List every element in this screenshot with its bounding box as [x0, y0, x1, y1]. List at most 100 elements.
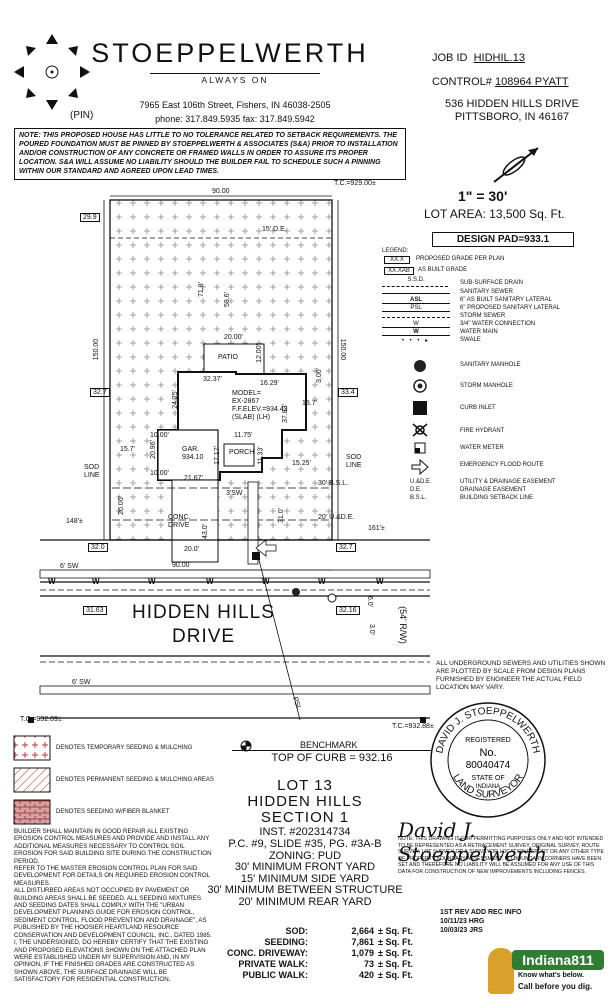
- job-id-label: JOB ID: [432, 52, 468, 64]
- area-label: SEEDING:: [264, 937, 308, 947]
- dim-31-0: 31.0': [277, 508, 285, 523]
- builder-note: I, THE UNDERSIGNED, DO HEREBY CERTIFY TH…: [14, 939, 209, 984]
- conc-drive-label: CONC. DRIVE: [168, 514, 191, 529]
- area-value: 1,079: [351, 948, 374, 958]
- utility-easement: 20' U.&D.E.: [318, 514, 355, 521]
- garage-label: GAR.: [182, 446, 200, 453]
- sidewalk-6-south: 6' SW: [72, 679, 91, 686]
- legend-symbol-label: EMERGENCY FLOOD ROUTE: [460, 462, 544, 468]
- legend-label: WATER MAIN: [460, 329, 498, 335]
- patio-label: PATIO: [218, 354, 238, 361]
- seal-state: INDIANA: [476, 784, 500, 790]
- grade-bl: 32.0: [88, 543, 108, 552]
- street-name-1: HIDDEN HILLS: [132, 602, 275, 623]
- area-unit: ± Sq. Ft.: [378, 937, 413, 947]
- fire-hydrant-icon: [412, 423, 428, 437]
- legend-symbols: [411, 360, 429, 476]
- grade-r1: 33.4: [338, 388, 358, 397]
- left-dim: 150.00: [93, 338, 101, 361]
- bsl: 30' B.S.L.: [318, 480, 349, 487]
- area-label: SOD:: [285, 926, 309, 936]
- area-value: 73: [363, 959, 374, 969]
- dim-21-67: 21.67': [184, 475, 203, 482]
- indiana811-line2: Call before you dig.: [518, 982, 593, 991]
- control-line: CONTROL# 108964 PYATT: [432, 76, 569, 88]
- legend-symbol-label: STORM MANHOLE: [460, 383, 513, 389]
- porch: [223, 443, 255, 467]
- plat-cabinet: P.C. #9, SLIDE #35, PG. #3A-B: [228, 838, 382, 850]
- dim-17-17: 17.17': [213, 446, 221, 465]
- dim-24-25: 24.25': [171, 390, 179, 409]
- svg-text:W: W: [376, 577, 384, 586]
- revisions: 1ST REV ADD REC INFO 10/11/23 HRG 10/03/…: [440, 908, 521, 935]
- legend-symbol-label: WATER METER: [460, 445, 504, 451]
- svg-text:W: W: [92, 577, 100, 586]
- surveyor-signature: David J. Stoeppelwerth: [398, 818, 547, 866]
- indiana811-logo: Indiana811 Know what's below. Call befor…: [488, 948, 606, 1000]
- revision-2: 10/03/23 JRS: [440, 927, 483, 934]
- sanitary-manhole-icon: [414, 360, 426, 372]
- patio: [203, 343, 265, 375]
- area-label: PUBLIC WALK:: [242, 970, 309, 980]
- sod-line-right: SOD LINE: [346, 454, 362, 469]
- area-row: PRIVATE WALK:73± Sq. Ft.: [208, 959, 428, 970]
- abbr: U.&D.E.: [410, 479, 432, 485]
- legend-label: STORM SEWER: [460, 313, 506, 319]
- legend-label: SWALE: [460, 337, 481, 343]
- indiana811-brand: Indiana811: [512, 950, 604, 970]
- dim-32-37: 32.37': [203, 376, 222, 383]
- sidewalk-3: 3'SW: [226, 490, 243, 497]
- dim-15-25: 15.25': [292, 460, 311, 467]
- digger-icon: [488, 948, 514, 994]
- dim-20-00: 20.00': [224, 334, 243, 341]
- sidewalk-south: [39, 685, 431, 695]
- dim-58-6: 58.6': [223, 292, 231, 307]
- right-dim: 150.00: [339, 338, 347, 361]
- dim-37-83: 37.83': [281, 404, 289, 423]
- legend-symbol-label: FIRE HYDRANT: [460, 428, 505, 434]
- dim-20-0: 20.0': [184, 546, 199, 553]
- design-pad: DESIGN PAD=933.1: [432, 232, 574, 247]
- tc-bl: T.C.=932.09±: [20, 716, 62, 723]
- blanket-seeding-swatch: [13, 799, 51, 825]
- grade-road-r: 32.16: [336, 606, 360, 615]
- plot-note: ALL UNDERGROUND SEWERS AND UTILITIES SHO…: [436, 660, 606, 691]
- company-address: 7965 East 106th Street, Fishers, IN 4603…: [139, 100, 331, 110]
- temp-seeding-swatch: [13, 735, 51, 761]
- tc-br: T.C.=932.88±: [392, 723, 434, 730]
- legend-label: AS BUILT GRADE: [418, 267, 468, 273]
- ff-elev: F.F.ELEV.=934.43: [232, 406, 288, 413]
- garage-elev: 934.10: [182, 454, 204, 461]
- section: SECTION 1: [260, 809, 350, 826]
- svg-text:W: W: [262, 577, 270, 586]
- area-unit: ± Sq. Ft.: [378, 948, 413, 958]
- control-value: 108964 PYATT: [494, 76, 569, 88]
- indiana811-line1: Know what's below.: [518, 972, 584, 979]
- legend-label: SANITARY SEWER: [460, 289, 514, 295]
- revision-1: 10/11/23 HRG: [440, 918, 485, 925]
- garage-block: GAR.934.10: [182, 446, 203, 462]
- svg-text:W: W: [148, 577, 156, 586]
- builder-note: REFER TO THE MASTER EROSION CONTROL PLAN…: [14, 865, 210, 887]
- legend-label: PROPOSED GRADE PER PLAN: [416, 256, 505, 262]
- site-city: PITTSBORO, IN 46167: [454, 111, 570, 123]
- grade-road-l: 31.63: [83, 606, 107, 615]
- abbr-label: DRAINAGE EASEMENT: [460, 487, 527, 493]
- dim-10-00-a: 10.00': [150, 432, 169, 439]
- area-value: 7,861: [351, 937, 374, 947]
- company-address-block: 7965 East 106th Street, Fishers, IN 4603…: [120, 98, 350, 126]
- area-unit: ± Sq. Ft.: [378, 926, 413, 936]
- svg-text:W: W: [48, 577, 56, 586]
- legend-sym: XX.X: [384, 256, 410, 264]
- svg-text:W: W: [206, 577, 214, 586]
- dim-12-00: 12.00': [255, 344, 263, 363]
- legend-sym: XX.XAB: [384, 267, 414, 275]
- job-id-value: HIDHIL.13: [473, 52, 525, 64]
- legend-label: 6" AS BUILT SANITARY LATERAL: [460, 297, 552, 303]
- pin-label: (PIN): [70, 110, 94, 121]
- flood-route-icon: [411, 458, 429, 476]
- seal-registered: REGISTERED: [465, 737, 511, 744]
- porch-label: PORCH: [229, 449, 255, 456]
- builder-note: BUILDER SHALL MAINTAIN IN GOOD REPAIR AL…: [14, 828, 212, 865]
- grade-l1: 32.7: [90, 388, 110, 397]
